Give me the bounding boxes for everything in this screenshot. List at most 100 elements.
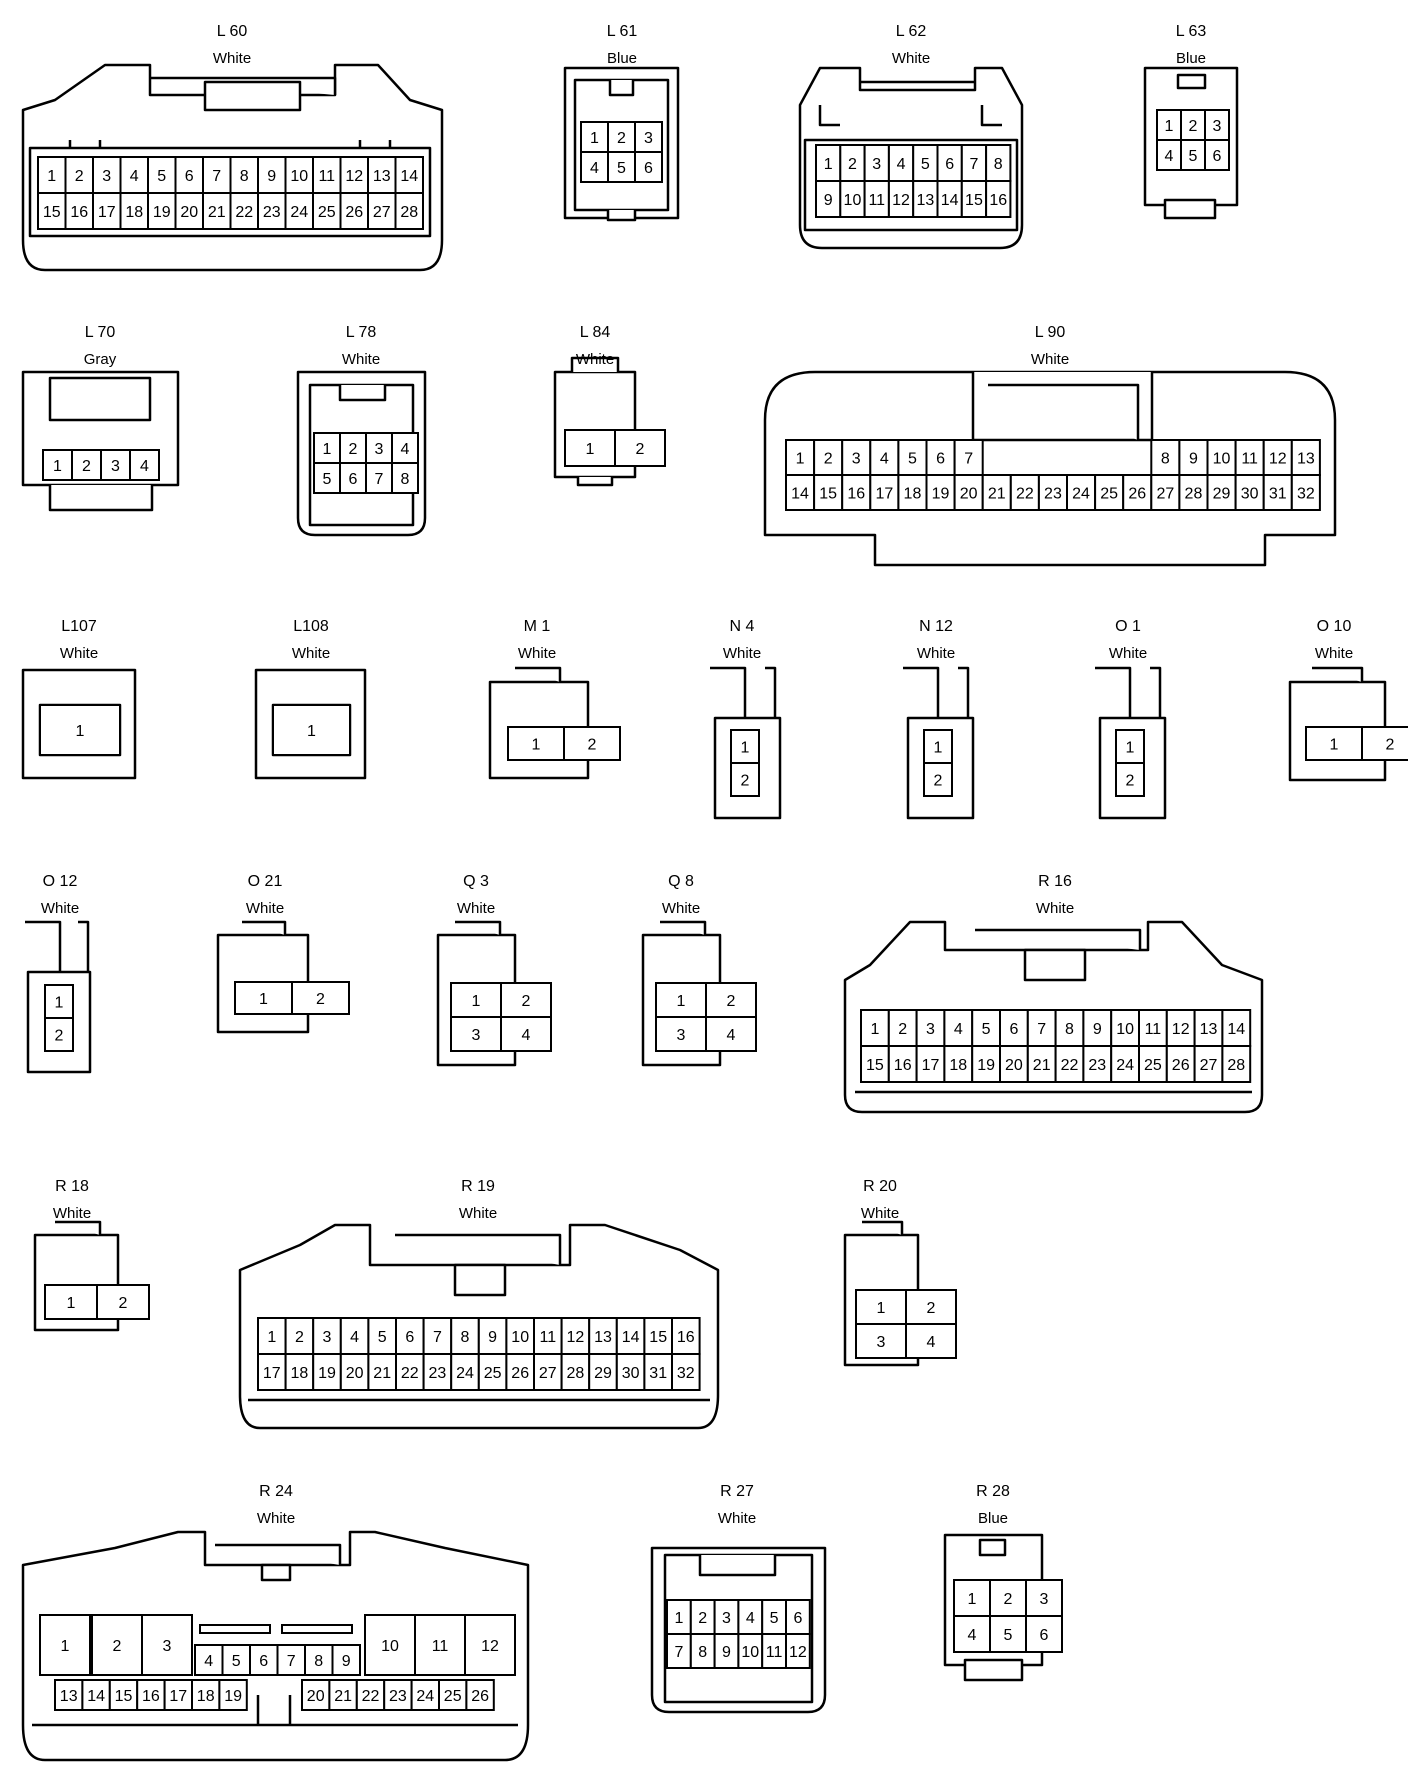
connector-id-label: N 4 bbox=[730, 618, 755, 635]
pin-cell bbox=[1204, 109, 1230, 141]
pin-number: 1 bbox=[267, 1329, 276, 1346]
pin-number: 23 bbox=[1088, 1057, 1106, 1074]
pin-number: 9 bbox=[1093, 1021, 1102, 1038]
pin-cell bbox=[1026, 1009, 1057, 1047]
pin-number: 11 bbox=[1241, 451, 1258, 468]
pin-number: 16 bbox=[677, 1329, 695, 1346]
connector-m1-body bbox=[488, 666, 590, 780]
connector-id-label: L 60 bbox=[217, 23, 248, 40]
pin-number: 3 bbox=[872, 156, 881, 173]
pin-cell bbox=[39, 704, 121, 756]
pin-cell bbox=[841, 474, 872, 511]
pin-number: 1 bbox=[590, 130, 599, 147]
connector-n4: 12 bbox=[730, 729, 760, 797]
connector-id-label: R 24 bbox=[259, 1483, 293, 1500]
connector-color-label: White bbox=[1031, 351, 1069, 368]
pin-cell bbox=[563, 726, 621, 761]
pin-number: 22 bbox=[1016, 486, 1034, 503]
pin-cell bbox=[1221, 1009, 1252, 1047]
connector-color-label: White bbox=[213, 50, 251, 67]
pin-number: 2 bbox=[349, 441, 358, 458]
pin-cell bbox=[841, 439, 872, 476]
pin-cell bbox=[923, 729, 953, 764]
pin-number: 14 bbox=[400, 168, 418, 185]
connector-color-label: White bbox=[662, 900, 700, 917]
pin-number: 14 bbox=[622, 1329, 640, 1346]
pin-cell bbox=[249, 1644, 279, 1676]
connector-color-label: White bbox=[60, 645, 98, 662]
connector-id-label: R 19 bbox=[461, 1178, 495, 1195]
pin-number: 7 bbox=[969, 156, 978, 173]
pin-number: 11 bbox=[539, 1329, 556, 1346]
pin-number: 13 bbox=[60, 1688, 78, 1705]
pin-number: 2 bbox=[1386, 737, 1395, 754]
pin-number: 18 bbox=[949, 1057, 967, 1074]
connector-o12: 12 bbox=[44, 984, 74, 1052]
pin-number: 3 bbox=[111, 458, 120, 475]
connector-color-label: White bbox=[257, 1510, 295, 1527]
pin-cell bbox=[813, 474, 844, 511]
connector-id-label: L 70 bbox=[85, 324, 116, 341]
pin-cell bbox=[339, 192, 369, 230]
pin-number: 20 bbox=[346, 1365, 364, 1382]
pin-cell bbox=[304, 1644, 334, 1676]
pin-number: 15 bbox=[819, 486, 837, 503]
connector-id-label: O 21 bbox=[248, 873, 283, 890]
pin-number: 1 bbox=[47, 168, 56, 185]
connector-id-label: R 20 bbox=[863, 1178, 897, 1195]
pin-cell bbox=[655, 982, 707, 1018]
pin-cell bbox=[129, 449, 160, 481]
pin-cell bbox=[869, 474, 900, 511]
connector-id-label: R 27 bbox=[720, 1483, 754, 1500]
pin-number: 4 bbox=[1165, 148, 1174, 165]
pin-cell bbox=[1290, 474, 1321, 511]
pin-number: 13 bbox=[916, 192, 934, 209]
pin-cell bbox=[141, 1614, 193, 1676]
connector-id-label: L 84 bbox=[580, 324, 611, 341]
pin-number: 2 bbox=[741, 773, 750, 790]
key-slot bbox=[199, 1624, 271, 1634]
pin-number: 18 bbox=[904, 486, 922, 503]
pin-number: 7 bbox=[212, 168, 221, 185]
pin-cell bbox=[39, 1614, 91, 1676]
pin-cell bbox=[500, 1016, 552, 1052]
pin-number: 31 bbox=[1269, 486, 1287, 503]
pin-number: 11 bbox=[1145, 1021, 1162, 1038]
connector-o10-body bbox=[1288, 666, 1387, 782]
pin-cell bbox=[839, 180, 866, 218]
pin-number: 10 bbox=[741, 1644, 759, 1661]
pin-number: 3 bbox=[163, 1638, 172, 1655]
connector-color-label: Blue bbox=[978, 1510, 1008, 1527]
pin-number: 25 bbox=[1144, 1057, 1162, 1074]
pin-number: 16 bbox=[894, 1057, 912, 1074]
pin-cell bbox=[54, 1679, 84, 1711]
pin-cell bbox=[705, 1016, 757, 1052]
pin-cell bbox=[313, 432, 341, 464]
pin-number: 9 bbox=[488, 1329, 497, 1346]
pin-number: 1 bbox=[323, 441, 332, 458]
pin-cell bbox=[477, 1353, 508, 1391]
pin-number: 10 bbox=[1213, 451, 1231, 468]
pin-number: 8 bbox=[401, 471, 410, 488]
pin-number: 12 bbox=[892, 192, 910, 209]
pin-number: 2 bbox=[927, 1300, 936, 1317]
pin-number: 6 bbox=[793, 1610, 802, 1627]
pin-number: 4 bbox=[727, 1027, 736, 1044]
connector-color-label: White bbox=[1109, 645, 1147, 662]
pin-number: 25 bbox=[444, 1688, 462, 1705]
pin-number: 4 bbox=[590, 160, 599, 177]
pin-number: 2 bbox=[1004, 1591, 1013, 1608]
connector-color-label: White bbox=[892, 50, 930, 67]
pin-number: 21 bbox=[988, 486, 1006, 503]
connector-color-label: Blue bbox=[607, 50, 637, 67]
pin-number: 16 bbox=[70, 204, 88, 221]
pin-number: 30 bbox=[1241, 486, 1259, 503]
pin-number: 16 bbox=[989, 192, 1007, 209]
pin-cell bbox=[1178, 474, 1209, 511]
pin-cell bbox=[100, 449, 131, 481]
pin-cell bbox=[860, 1045, 890, 1083]
pin-number: 21 bbox=[334, 1688, 352, 1705]
